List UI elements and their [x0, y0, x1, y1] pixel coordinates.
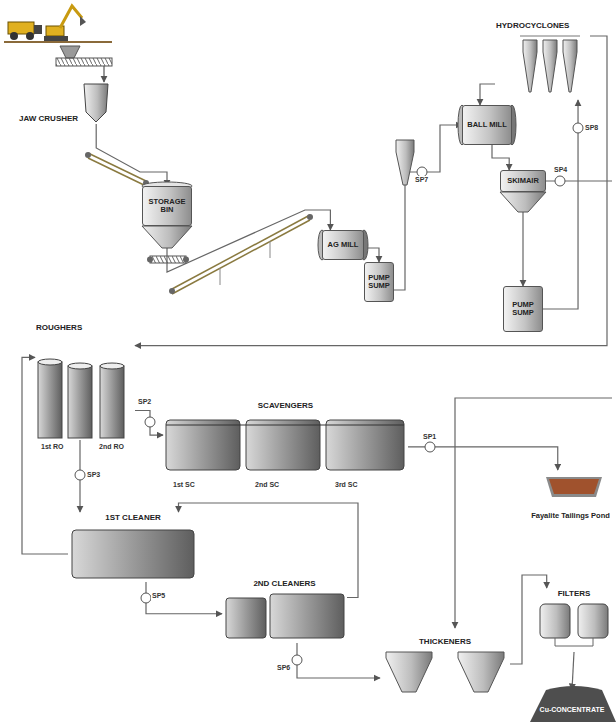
rougher-tanks	[38, 359, 124, 438]
equipment-label: PUMP SUMP	[506, 301, 540, 318]
equipment-label: ROUGHERS	[36, 323, 82, 332]
equipment-box: AG MILL	[322, 230, 364, 260]
equipment-label: 2ND CLEANERS	[253, 579, 315, 588]
callout-label: SP8	[584, 124, 599, 132]
callout-label: 1st SC	[172, 481, 196, 489]
equipment-label: THICKENERS	[419, 637, 471, 646]
storage-bin-body	[142, 182, 192, 263]
concentrate-pile	[530, 686, 616, 722]
pipe-connector	[572, 652, 574, 690]
equipment-label: HYDROCYCLONES	[496, 21, 569, 30]
equipment-group: ROUGHERS	[35, 322, 135, 440]
callout-label: 1st RO	[40, 443, 65, 451]
cleaner-cells	[226, 594, 344, 638]
equipment-label: 1ST CLEANER	[105, 513, 161, 522]
conveyor	[169, 214, 313, 294]
pipe	[455, 398, 612, 628]
filter-drums	[540, 604, 608, 646]
pipe-connector	[22, 357, 68, 554]
equipment-group: 1ST CLEANER	[68, 512, 198, 582]
cyclone	[396, 140, 414, 185]
cleaner-cell	[72, 530, 194, 578]
equipment-label: BALL MILL	[467, 121, 506, 129]
valve-symbols	[75, 123, 583, 665]
equipment-label: FILTERS	[558, 589, 591, 598]
equipment-label: JAW CRUSHER	[19, 114, 78, 123]
pipe-connector	[492, 145, 509, 170]
equipment-label: Fayalite Tailings Pond	[531, 512, 610, 521]
feeder	[56, 46, 112, 82]
pipe-connector	[543, 100, 578, 309]
callout-label: 3rd SC	[334, 481, 359, 489]
equipment-group: Fayalite Tailings Pond	[528, 470, 613, 522]
callout-label: SP5	[151, 592, 166, 600]
equipment-label: SCAVENGERS	[258, 401, 313, 410]
callout-label: 2nd SC	[254, 481, 280, 489]
callout-label: SP2	[137, 398, 152, 406]
pipe-connector	[96, 124, 167, 186]
skimair-cone	[500, 192, 546, 212]
conveyor	[85, 152, 149, 186]
equipment-group: Cu-CONCENTRATE	[530, 690, 614, 720]
pipe-connector	[297, 643, 380, 678]
equipment-box: PUMP SUMP	[503, 286, 543, 332]
equipment-label: Cu-CONCENTRATE	[540, 706, 605, 714]
callout-label: SP7	[414, 176, 429, 184]
pipe-connector	[135, 411, 163, 436]
tailings-pond	[546, 477, 602, 497]
equipment-box: PUMP SUMP	[364, 262, 394, 302]
thickener-cones	[386, 652, 504, 692]
callout-label: SP6	[276, 664, 291, 672]
pipe-connector	[179, 503, 359, 598]
equipment-box: SKIMAIR	[500, 170, 546, 192]
equipment-label: AG MILL	[328, 241, 359, 249]
scavenger-cells	[166, 420, 404, 470]
equipment-box: BALL MILL	[462, 105, 512, 145]
pipe-connector	[135, 36, 607, 346]
callout-label: SP1	[422, 433, 437, 441]
pipe-connector	[480, 84, 495, 105]
equipment-group: 2ND CLEANERS	[222, 578, 347, 643]
pipe-connector	[146, 582, 222, 614]
pipe-connector	[394, 125, 462, 290]
mine-equipment	[4, 6, 112, 42]
equipment-group: JAW CRUSHER	[18, 82, 110, 124]
equipment-box: STORAGE BIN	[142, 186, 192, 226]
equipment-group: THICKENERS	[380, 636, 510, 706]
equipment-label: PUMP SUMP	[367, 274, 391, 291]
jaw-crusher-body	[84, 84, 108, 122]
equipment-group: HYDROCYCLONES	[495, 20, 590, 100]
callout-label: 2nd RO	[98, 443, 125, 451]
equipment-label: STORAGE BIN	[145, 198, 189, 215]
equipment-group: FILTERS	[535, 588, 613, 652]
mill-ends	[318, 105, 516, 260]
hydrocyclone-cones	[520, 36, 580, 92]
equipment-group: SCAVENGERS	[163, 400, 408, 478]
equipment-label: SKIMAIR	[507, 177, 539, 185]
callout-label: SP3	[86, 471, 101, 479]
callout-label: SP4	[553, 166, 568, 174]
